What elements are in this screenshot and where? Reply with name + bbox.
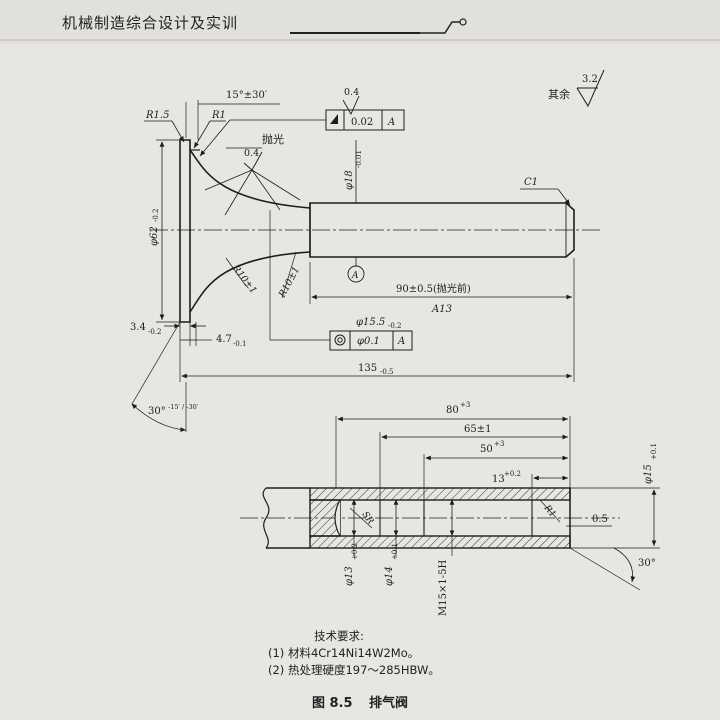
stem-length: 90±0.5(抛光前) <box>396 282 471 295</box>
figure-number: 图 8.5 <box>311 696 353 711</box>
requirement-item: (1) 材料4Cr14Ni14W2Mo。 <box>268 646 420 660</box>
len-13: 13 <box>492 474 505 485</box>
seat-angle-ext <box>131 321 181 405</box>
bottom-r1: R1 <box>541 503 557 520</box>
len-80-tol: +3 <box>460 401 470 409</box>
chamfer-angle: 30° <box>638 558 656 569</box>
coaxiality-icon-inner <box>337 337 343 343</box>
chamfer-leader <box>557 188 571 206</box>
head-diameter-tol: -0.2 <box>152 209 160 223</box>
seat-angle-tol: -15′ / -30′ <box>168 403 199 411</box>
runout-roughness-value: 0.4 <box>344 87 359 98</box>
len-50: 50 <box>480 444 493 455</box>
r1-leader <box>539 499 561 523</box>
len-47-tol: -0.1 <box>233 340 247 348</box>
head-diameter: φ62 <box>149 226 160 246</box>
head-thickness: 3.4 <box>130 322 146 333</box>
r-edge-leader <box>171 120 185 143</box>
head-angle-label: 15°±30′ <box>226 90 268 101</box>
len-47: 4.7 <box>216 334 232 345</box>
coax-datum: A <box>397 336 405 347</box>
runout-value: 0.02 <box>351 117 373 128</box>
polish-note: 抛光 <box>262 132 284 146</box>
header-decoration <box>0 0 720 44</box>
requirements-title: 技术要求: <box>314 629 364 643</box>
head-thickness-tol: -0.2 <box>148 328 162 336</box>
dia-15-tol: +0.1 <box>650 443 658 460</box>
seat-angle: 30° <box>148 406 166 417</box>
total-length-tol: -0.5 <box>380 368 394 376</box>
wall-upper <box>309 487 571 501</box>
datum-circle <box>347 265 365 283</box>
r-fillet-leader <box>193 120 211 149</box>
surface-note-value: 3.2 <box>582 74 598 85</box>
polish-leaders <box>204 169 301 216</box>
header-hook <box>420 21 460 34</box>
wall-lower <box>309 535 571 549</box>
len-80: 80 <box>446 405 459 416</box>
technical-requirements: 技术要求: (1) 材料4Cr14Ni14W2Mo。 (2) 热处理硬度197～… <box>268 628 440 679</box>
requirement-item: (2) 热处理硬度197～285HBW。 <box>268 663 440 677</box>
r-transition-label-2: R10±1 <box>276 265 302 300</box>
header-band <box>0 0 720 44</box>
stem-end-section: 80 +3 65±1 50 +3 13 +0.2 φ15 +0.1 R1 SR <box>240 401 660 616</box>
dia-14: φ14 <box>384 566 395 586</box>
polish-roughness-value: 0.4 <box>244 148 259 159</box>
len-13-tol: +0.2 <box>504 470 521 478</box>
figure-title: 排气阀 <box>369 696 409 711</box>
coax-value: φ0.1 <box>357 336 380 347</box>
dia-155-tol: -0.2 <box>388 322 402 330</box>
runout-leader-2 <box>199 119 231 157</box>
gap-05: 0.5 <box>592 514 608 525</box>
chamfer-angle-ext <box>569 547 641 591</box>
len-65: 65±1 <box>464 424 491 435</box>
coaxiality-icon <box>334 334 346 346</box>
stem-diameter-tol: -0.01 <box>355 150 363 168</box>
r-fillet-label: R1 <box>211 110 226 121</box>
r-transition-label-1: R10±1 <box>229 262 259 296</box>
dia-13-tol: +0.2 <box>351 543 359 560</box>
dia-155: φ15.5 <box>356 317 385 328</box>
header-hook-ring <box>459 18 467 26</box>
runout-datum: A <box>387 117 395 128</box>
thread-spec: M15×1-5H <box>438 560 449 616</box>
bore-spherical-end <box>334 499 341 537</box>
len-50-tol: +3 <box>494 440 504 448</box>
figure-caption: 图 8.5 排气阀 <box>0 692 720 711</box>
coax-frame-box <box>329 330 413 351</box>
surface-roughness-symbol <box>576 69 605 108</box>
dia-14-tol: +0.1 <box>391 543 399 560</box>
valve-side-view: 0.4 抛光 R1.5 R1 15°±30′ 0.4 0.02 <box>130 87 600 432</box>
surface-roughness-note: 其余 3.2 <box>548 69 605 108</box>
dia-13: φ13 <box>344 566 355 586</box>
runout-roughness-symbol <box>342 95 360 115</box>
r-edge-label: R1.5 <box>145 110 169 121</box>
polish-roughness-symbol <box>243 151 263 171</box>
page-header: 机械制造综合设计及实训 <box>0 0 720 44</box>
header-title: 机械制造综合设计及实训 <box>62 14 239 32</box>
break-line <box>262 487 270 549</box>
stem-length-ref: A13 <box>431 304 452 315</box>
chamfer-angle-arc <box>613 547 636 583</box>
stem-diameter: φ18 <box>344 170 355 190</box>
r-transition-leader-2 <box>281 251 297 299</box>
total-length: 135 <box>358 363 377 374</box>
r-transition-leader-1 <box>225 257 247 287</box>
neck-lower <box>189 251 311 313</box>
runout-tolerance-frame: 0.4 0.02 A <box>199 87 405 157</box>
datum-circle-label: A <box>351 271 359 281</box>
dia-15: φ15 <box>643 464 654 484</box>
chamfer-label: C1 <box>524 177 538 188</box>
valve-head <box>179 139 191 323</box>
seat-angle-arc <box>131 403 187 432</box>
runout-icon <box>330 114 338 124</box>
surface-note-label: 其余 <box>548 87 570 101</box>
